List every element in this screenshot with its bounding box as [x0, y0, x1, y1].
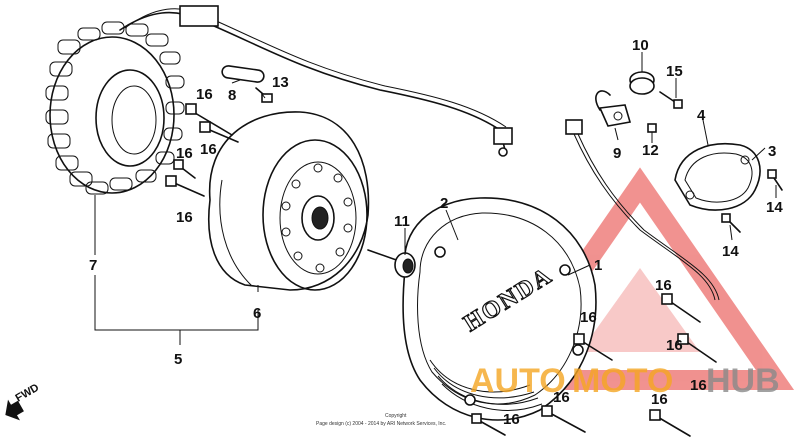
- callout-12: 12: [642, 142, 659, 159]
- fwd-label: FWD: [14, 382, 42, 405]
- callout-7: 7: [89, 257, 97, 274]
- callout-3: 3: [768, 143, 776, 160]
- stator-bolts: [165, 103, 239, 197]
- callout-6: 6: [253, 305, 261, 322]
- cover-bolts: [471, 293, 717, 437]
- callout-4: 4: [697, 107, 706, 124]
- callout-16-b: 16: [200, 141, 217, 158]
- callouts: 1 2 3 4 5 6 7 8 9 10 11 12 13 14 14 15 1…: [89, 37, 783, 428]
- watermark-text-middle: MOTO: [572, 362, 673, 400]
- callout-16-d: 16: [176, 209, 193, 226]
- callout-1: 1: [594, 257, 602, 274]
- copyright-line-2: Page design (c) 2004 - 2014 by ARI Netwo…: [316, 421, 446, 427]
- watermark-text-left: AUTO: [470, 362, 566, 400]
- bolt-11: [367, 249, 416, 278]
- callout-2: 2: [440, 195, 448, 212]
- callout-16-e: 16: [655, 277, 672, 294]
- rotor-part: [207, 111, 370, 291]
- copyright-line-1: Copyright: [385, 413, 407, 419]
- leader-lines: [94, 52, 777, 345]
- clamp-part: [221, 65, 273, 103]
- callout-16-k: 16: [503, 411, 520, 428]
- callout-5: 5: [174, 351, 182, 368]
- pulse-cover: [674, 143, 761, 211]
- callout-13: 13: [272, 74, 289, 91]
- callout-16-f: 16: [580, 309, 597, 326]
- stator-part: [45, 5, 513, 195]
- copyright-notice: Copyright Page design (c) 2004 - 2014 by…: [316, 413, 446, 427]
- cap-10: [629, 71, 683, 109]
- callout-9: 9: [613, 145, 621, 162]
- callout-8: 8: [228, 87, 236, 104]
- callout-15: 15: [666, 63, 683, 80]
- callout-16-g: 16: [666, 337, 683, 354]
- callout-16-j: 16: [651, 391, 668, 408]
- callout-16-i: 16: [553, 389, 570, 406]
- left-crankcase-cover: HONDA: [402, 197, 597, 421]
- callout-14-b: 14: [722, 243, 739, 260]
- callout-16-a: 16: [196, 86, 213, 103]
- forward-direction-indicator: FWD: [5, 382, 42, 421]
- callout-11: 11: [394, 213, 410, 230]
- callout-10: 10: [632, 37, 649, 54]
- callout-14-a: 14: [766, 199, 783, 216]
- callout-16-c: 16: [176, 145, 193, 162]
- pulse-generator: [565, 90, 720, 301]
- callout-16-h: 16: [690, 377, 707, 394]
- watermark-text-right: HUB: [706, 362, 780, 400]
- watermark-text: AUTO MOTO HUB: [470, 362, 780, 400]
